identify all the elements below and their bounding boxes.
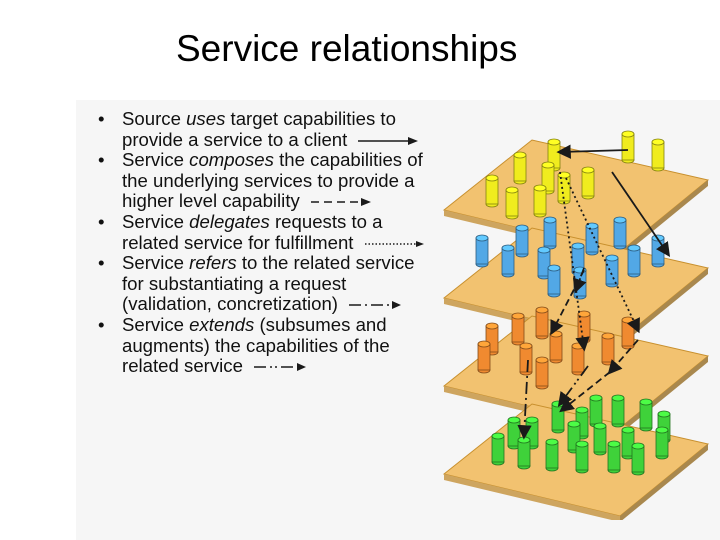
- orange-service-cylinder: [535, 306, 549, 340]
- bullet-refers: • Service refers to the related service …: [96, 252, 441, 315]
- green-service-cylinder: [639, 398, 653, 432]
- blue-service-cylinder: [573, 266, 587, 300]
- bullet-text-rest: (subsumes and augments) the capabilities…: [122, 313, 390, 377]
- bullet-keyword: extends: [189, 313, 255, 335]
- blue-service-cylinder: [515, 224, 529, 258]
- dashdotdot-arrow-legend-icon: [254, 363, 307, 372]
- uses-arrow: [556, 144, 629, 159]
- yellow-service-cylinder: [513, 151, 527, 185]
- dashed-arrow-legend-icon: [310, 198, 371, 207]
- yellow-service-cylinder: [485, 174, 499, 208]
- bullet-composes: • Service composes the capabilities of t…: [96, 149, 441, 212]
- blue-service-cylinder: [585, 222, 599, 256]
- platform-edge: [620, 444, 708, 520]
- bullet-keyword: composes: [189, 149, 274, 171]
- orange-service-cylinder: [571, 342, 585, 376]
- blue-service-cylinder: [475, 234, 489, 268]
- blue-service-cylinder: [627, 244, 641, 278]
- bullet-dot: •: [98, 252, 105, 274]
- slide-title: Service relationships: [176, 28, 518, 69]
- solid-arrow-legend-icon: [358, 136, 419, 145]
- bullet-text-lead: Service: [122, 149, 190, 171]
- yellow-service-cylinder: [581, 166, 595, 200]
- extends-arrow: [557, 365, 589, 407]
- blue-service-cylinder: [501, 244, 515, 278]
- bullet-text-lead: Source: [122, 108, 187, 129]
- green-service-cylinder: [575, 440, 589, 474]
- green-service-cylinder: [507, 416, 521, 450]
- yellow-layer: [442, 130, 710, 258]
- green-service-cylinder: [589, 394, 603, 428]
- relationship-list: • Source uses target capabilities to pro…: [96, 108, 441, 377]
- green-service-cylinder: [611, 394, 625, 428]
- bullet-uses: • Source uses target capabilities to pro…: [96, 108, 441, 150]
- yellow-service-cylinder: [651, 138, 665, 172]
- yellow-service-cylinder: [557, 171, 571, 205]
- platform-edge: [620, 180, 708, 258]
- green-service-cylinder: [621, 426, 635, 460]
- bullet-dot: •: [98, 210, 105, 232]
- orange-service-cylinder: [601, 332, 615, 366]
- platform-edge: [444, 474, 620, 520]
- green-service-cylinder: [551, 400, 565, 434]
- orange-service-cylinder: [477, 340, 491, 374]
- bullet-dot: •: [98, 313, 105, 335]
- yellow-service-cylinder: [621, 130, 635, 164]
- bullet-dot: •: [98, 149, 105, 171]
- bullet-text-lead: Service: [122, 313, 190, 335]
- composes-arrow: [572, 267, 587, 294]
- yellow-service-cylinder: [533, 184, 547, 218]
- green-service-cylinder: [491, 432, 505, 466]
- green-service-cylinder: [655, 426, 669, 460]
- delegates-arrow: [565, 177, 640, 334]
- blue-service-cylinder: [605, 254, 619, 288]
- yellow-service-cylinder: [505, 186, 519, 220]
- bullet-text-rest: requests to a related service for fulfil…: [122, 210, 383, 253]
- bullet-text-lead: Service: [122, 210, 190, 232]
- blue-service-cylinder: [547, 264, 561, 298]
- composes-arrow: [607, 339, 639, 375]
- green-service-cylinder: [593, 422, 607, 456]
- orange-service-cylinder: [621, 316, 635, 350]
- orange-service-cylinder: [511, 312, 525, 346]
- green-layer: [442, 394, 710, 520]
- green-service-cylinder: [517, 436, 531, 470]
- dashdot-arrow-legend-icon: [349, 301, 402, 310]
- bullet-extends: • Service extends (subsumes and augments…: [96, 313, 441, 377]
- orange-service-cylinder: [549, 330, 563, 364]
- blue-service-cylinder: [543, 216, 557, 250]
- blue-service-cylinder: [613, 216, 627, 250]
- bullet-text-rest: the capabilities of the underlying servi…: [122, 149, 423, 212]
- bullet-keyword: uses: [186, 108, 226, 129]
- relationship-arrows: [517, 144, 671, 440]
- orange-service-cylinder: [535, 356, 549, 390]
- uses-arrow: [611, 171, 671, 257]
- refers-arrow: [517, 359, 532, 440]
- dotted-arrow-legend-icon: [364, 240, 424, 247]
- bullet-keyword: delegates: [189, 210, 270, 232]
- bullet-text-rest: target capabilities to provide a service…: [122, 108, 396, 150]
- blue-service-cylinder: [537, 246, 551, 280]
- bullet-text-lead: Service: [122, 252, 190, 274]
- orange-service-cylinder: [519, 342, 533, 376]
- green-service-cylinder: [607, 440, 621, 474]
- bullet-text-rest: to the related service for substantiatin…: [122, 252, 415, 315]
- bullet-delegates: • Service delegates requests to a relate…: [96, 210, 441, 253]
- layered-services-diagram: [442, 130, 710, 520]
- bullet-keyword: refers: [189, 252, 237, 274]
- platform-edge: [620, 268, 708, 346]
- bullet-dot: •: [98, 108, 105, 129]
- green-service-cylinder: [545, 438, 559, 472]
- green-service-cylinder: [631, 442, 645, 476]
